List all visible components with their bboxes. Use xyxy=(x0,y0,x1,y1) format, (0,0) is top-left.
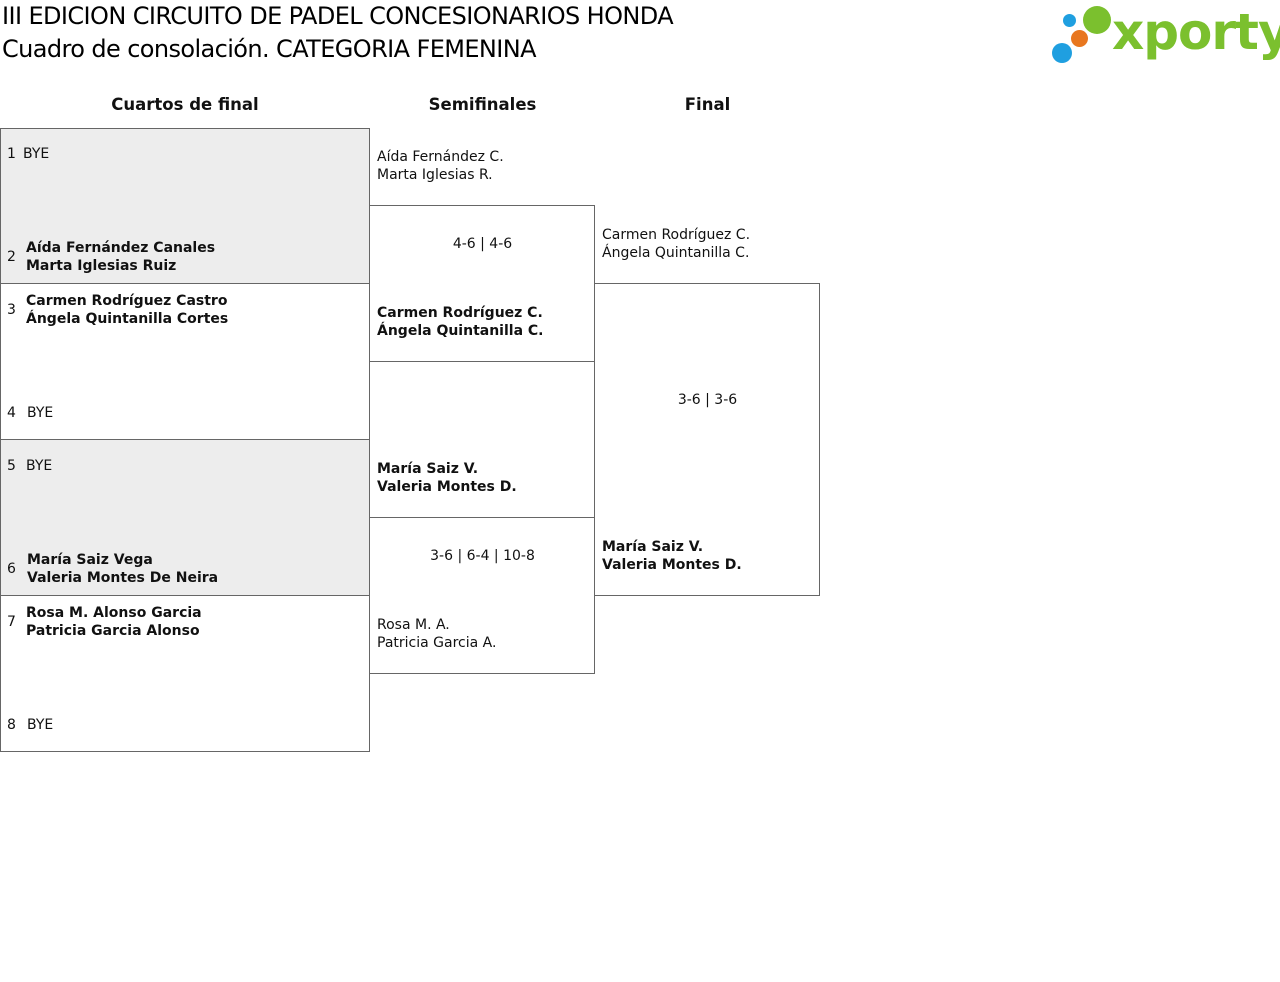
team-player-1: María Saiz V. xyxy=(377,461,479,477)
team-player-1: María Saiz Vega xyxy=(27,552,153,568)
team-name: BYE xyxy=(23,146,50,162)
team-player-1: Carmen Rodríguez C. xyxy=(602,227,751,243)
team-player-1: Rosa M. Alonso Garcia xyxy=(26,605,202,621)
team-name: BYE xyxy=(27,717,54,733)
seed-number: 4 xyxy=(7,405,16,421)
team-player-2: Ángela Quintanilla C. xyxy=(377,323,544,339)
team-player-1: Carmen Rodríguez Castro xyxy=(26,293,228,309)
match-score: 3-6 | 3-6 xyxy=(677,392,738,408)
team-player-2: Ángela Quintanilla C. xyxy=(602,245,750,261)
seed-number: 5 xyxy=(7,458,16,474)
team-player-1: Rosa M. A. xyxy=(377,617,450,633)
team-player-2: Ángela Quintanilla Cortes xyxy=(26,311,229,327)
round-header-semifinals: Semifinales xyxy=(428,95,537,114)
round-header-final: Final xyxy=(684,95,731,114)
team-player-2: Valeria Montes D. xyxy=(602,557,742,573)
quarterfinal-match-1 xyxy=(0,128,370,284)
logo-dot-blue xyxy=(1052,43,1072,63)
team-player-2: Patricia Garcia A. xyxy=(377,635,497,651)
team-player-2: Marta Iglesias Ruiz xyxy=(26,258,177,274)
logo-dot-green xyxy=(1083,6,1111,34)
quarterfinal-match-3 xyxy=(0,439,370,596)
team-player-2: Patricia Garcia Alonso xyxy=(26,623,200,639)
team-player-2: Valeria Montes D. xyxy=(377,479,517,495)
team-name: BYE xyxy=(26,458,53,474)
seed-number: 6 xyxy=(7,561,16,577)
tournament-title: III EDICION CIRCUITO DE PADEL CONCESIONA… xyxy=(2,2,674,30)
seed-number: 3 xyxy=(7,302,16,318)
team-player-1: Carmen Rodríguez C. xyxy=(377,305,543,321)
team-player-2: Marta Iglesias R. xyxy=(377,167,493,183)
match-score: 3-6 | 6-4 | 10-8 xyxy=(430,548,535,564)
final-match xyxy=(594,283,820,596)
team-player-2: Valeria Montes De Neira xyxy=(27,570,219,586)
team-player-1: Aída Fernández C. xyxy=(377,149,504,165)
draw-subtitle: Cuadro de consolación. CATEGORIA FEMENIN… xyxy=(2,35,537,63)
logo-wordmark: xporty xyxy=(1112,3,1280,61)
seed-number: 7 xyxy=(7,614,16,630)
xporty-logo: xporty xyxy=(1050,0,1280,70)
seed-number: 2 xyxy=(7,249,16,265)
team-player-1: Aída Fernández Canales xyxy=(26,240,216,256)
team-player-1: María Saiz V. xyxy=(602,539,704,555)
logo-dot-orange xyxy=(1071,30,1088,47)
round-header-quarterfinals: Cuartos de final xyxy=(111,95,259,114)
logo-dot-blue-small xyxy=(1063,14,1076,27)
match-score: 4-6 | 4-6 xyxy=(452,236,513,252)
seed-number: 1 xyxy=(7,146,16,162)
seed-number: 8 xyxy=(7,717,16,733)
team-name: BYE xyxy=(27,405,54,421)
